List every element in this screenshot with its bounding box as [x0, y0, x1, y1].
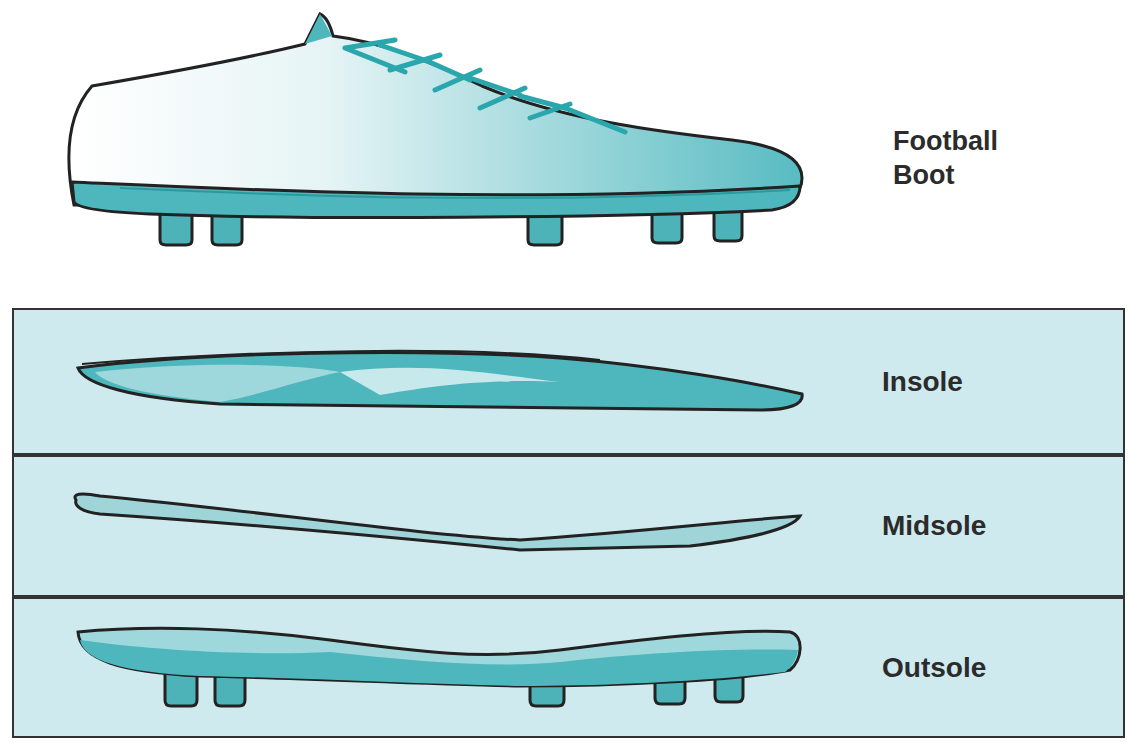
part-name: Outsole [882, 652, 986, 684]
midsole-illustration [75, 494, 800, 550]
figure-label: Football Boot [893, 125, 1043, 193]
part-band: Outsole [12, 597, 1125, 738]
insole-illustration [78, 351, 802, 410]
part-name: Midsole [882, 510, 986, 542]
outsole-illustration [78, 628, 800, 706]
sole-line [120, 188, 790, 198]
boot-laces [345, 40, 625, 132]
boot-upper [69, 14, 802, 205]
part-name: Insole [882, 366, 963, 398]
table-ground [12, 308, 1125, 738]
part-band: Insole [12, 308, 1125, 455]
boot-tongue [305, 14, 332, 44]
boot-sole [72, 182, 800, 217]
part-band: Midsole [12, 455, 1125, 597]
